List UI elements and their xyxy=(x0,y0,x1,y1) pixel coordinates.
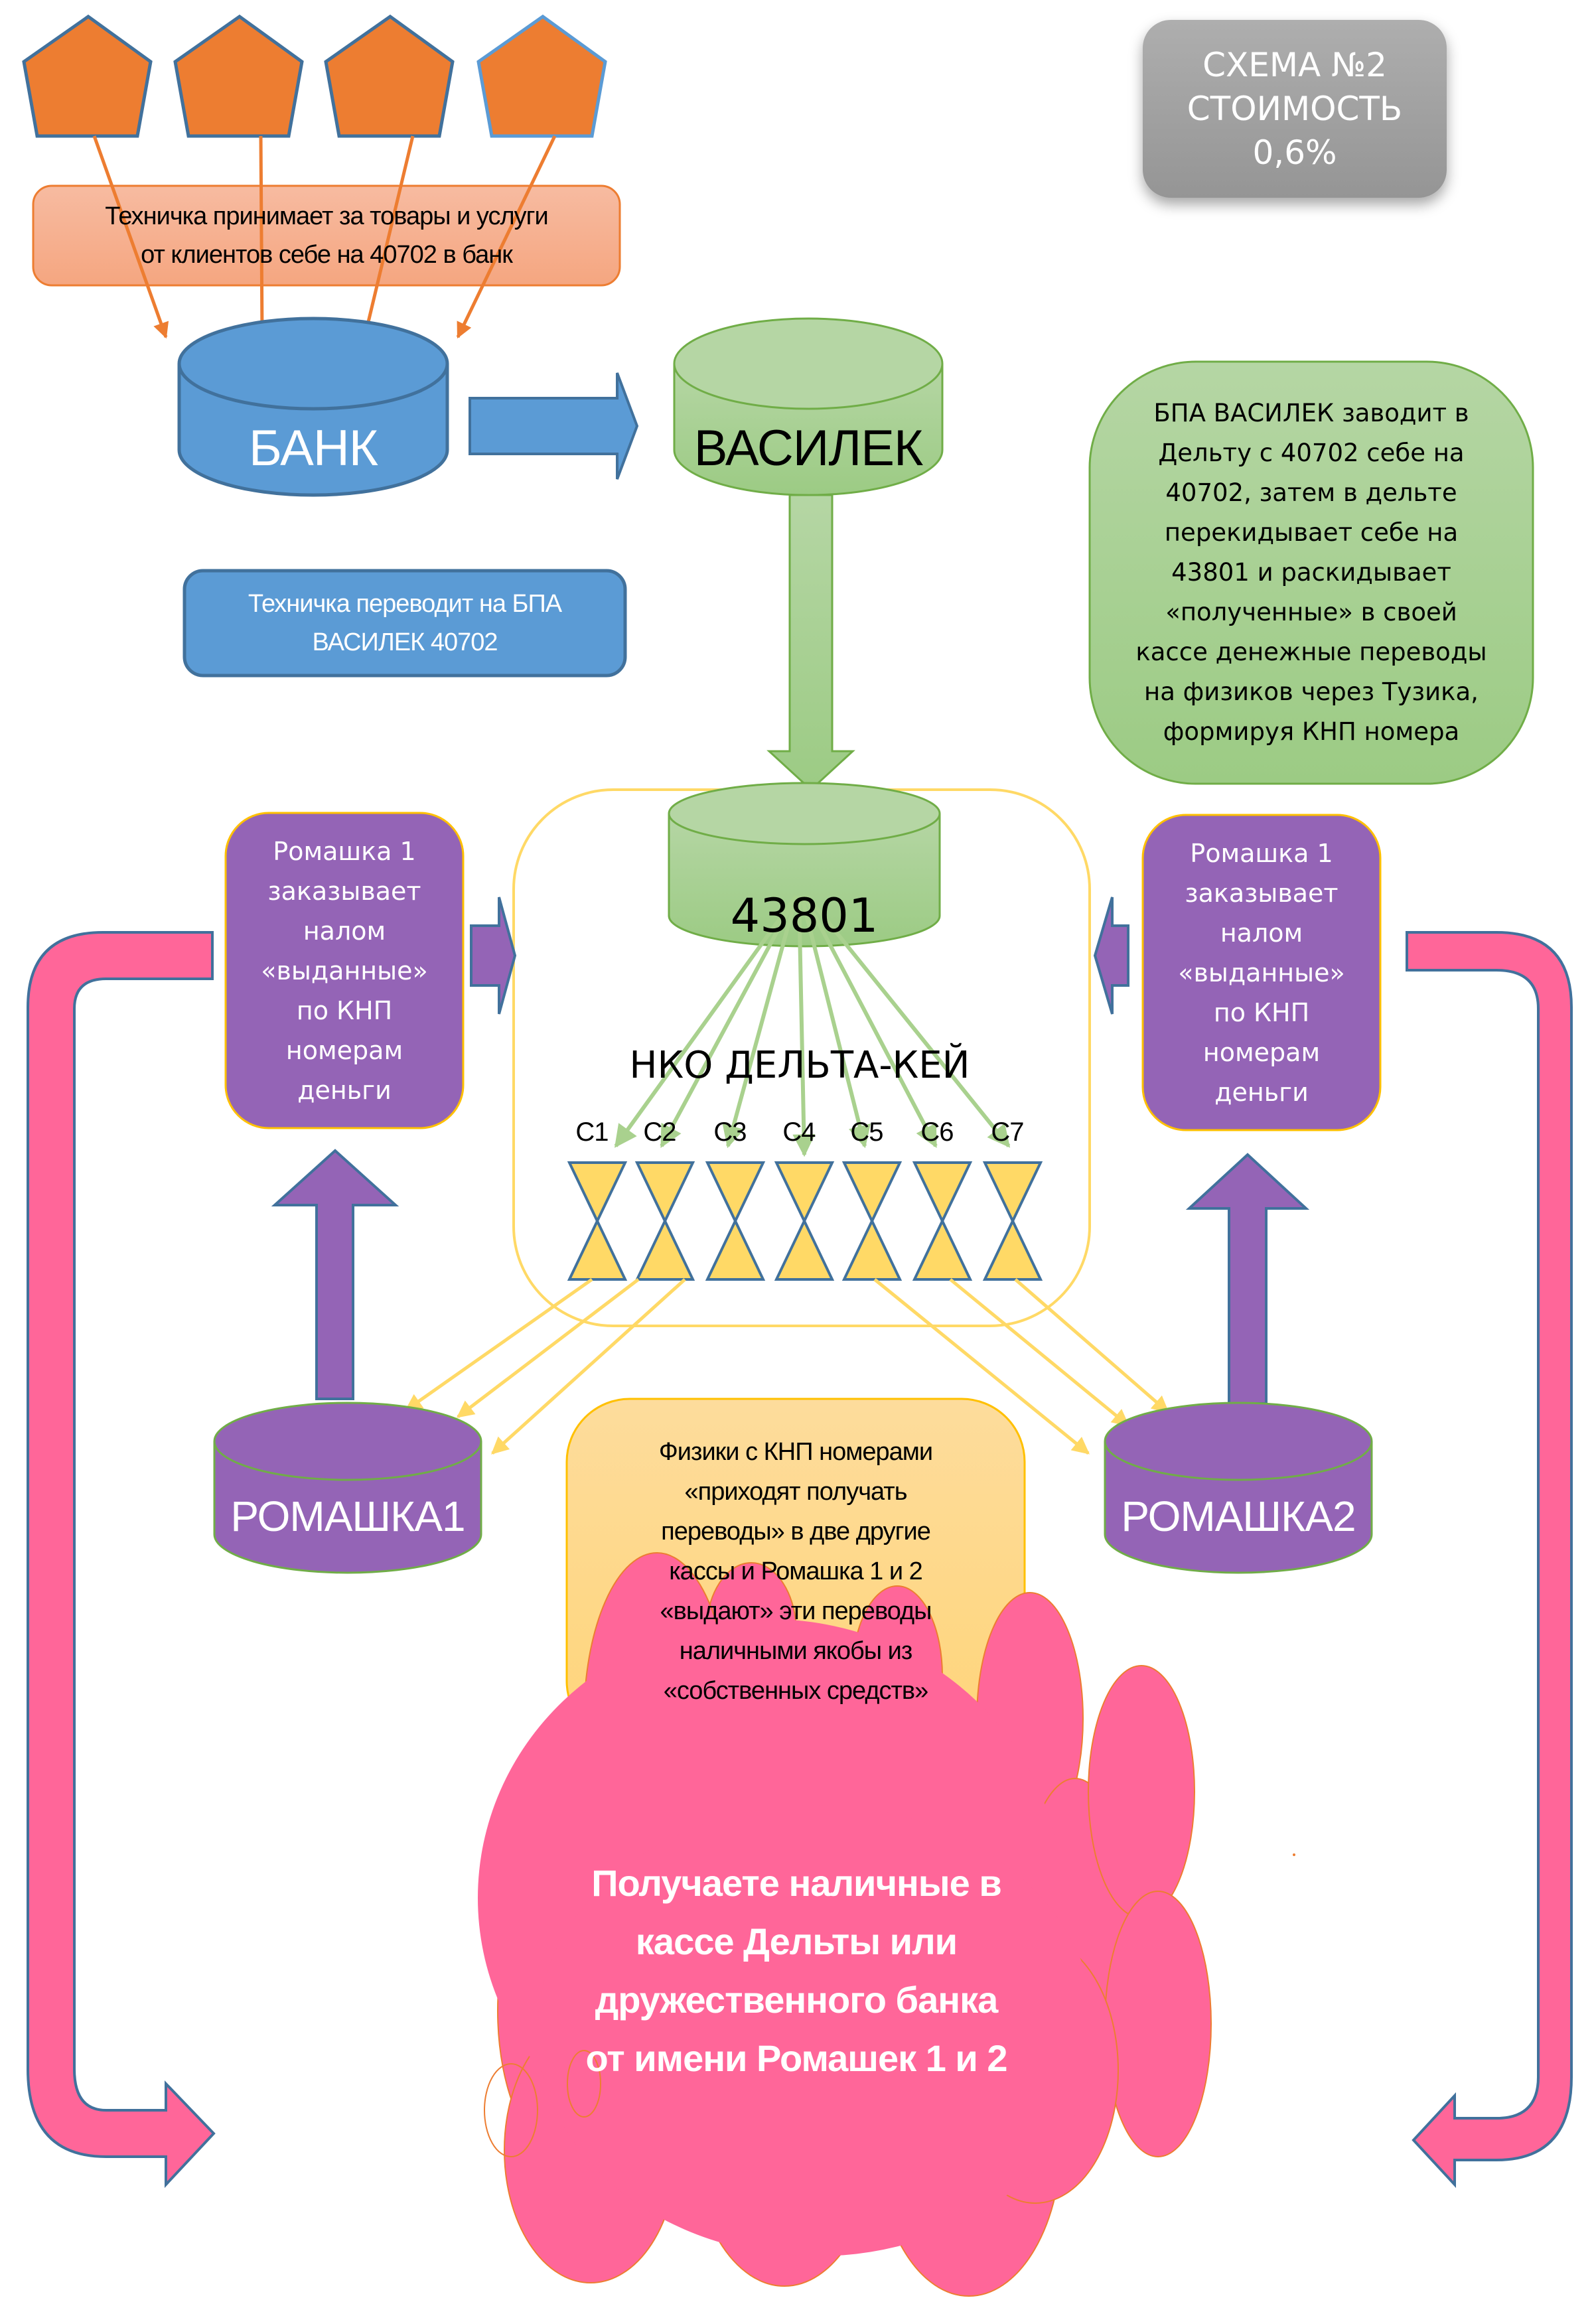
order-note-line: заказывает xyxy=(267,871,421,911)
romashka-order-text-right: Ромашка 1заказываетналом«выданные»по КНП… xyxy=(1143,815,1380,1130)
client-pentagon-2 xyxy=(175,17,302,136)
romashka1-up-arrow xyxy=(275,1151,396,1399)
romashka1-label: РОМАШКА1 xyxy=(214,1480,481,1553)
result-cloud-line: от имени Ромашек 1 и 2 xyxy=(585,2029,1007,2088)
romashka2-up-arrow xyxy=(1189,1155,1306,1404)
client-pentagon-3 xyxy=(326,17,453,136)
order-right-to-nko-arrow xyxy=(1095,897,1128,1014)
cash-desk-hourglass-icon xyxy=(637,1163,693,1279)
cash-desk-label: C4 xyxy=(771,1118,827,1147)
order-note-line: «выданные» xyxy=(261,951,428,991)
vasilek-note-line: 40702, затем в дельте xyxy=(1165,473,1457,513)
result-cloud-line: дружественного банка xyxy=(595,1971,998,2029)
order-note-line: по КНП xyxy=(1214,993,1309,1033)
vasilek-note-line: Дельту с 40702 себе на xyxy=(1158,433,1464,473)
cash-desk-hourglass-icon xyxy=(844,1163,900,1279)
cash-desk-hourglass-icon xyxy=(985,1163,1041,1279)
return-arrow-right-shape xyxy=(1407,932,1571,2185)
order-note-line: «выданные» xyxy=(1178,953,1345,993)
clients-note-text: Техничка принимает за товары и услуги от… xyxy=(33,186,620,285)
vasilek-label: ВАСИЛЕК xyxy=(674,405,942,491)
romashka2-label: РОМАШКА2 xyxy=(1105,1480,1372,1553)
vasilek-to-delta-arrow xyxy=(769,495,853,790)
vasilek-note-line: «полученные» в своей xyxy=(1165,593,1457,632)
order-left-to-nko-arrow xyxy=(471,897,515,1014)
cash-desk-hourglass-icon xyxy=(569,1163,625,1279)
individuals-note-line: наличными якобы из xyxy=(680,1631,912,1671)
cash-desk-hourglass-icon xyxy=(914,1163,970,1279)
cash-desk-label: C7 xyxy=(979,1118,1035,1147)
individuals-note-line: кассы и Ромашка 1 и 2 xyxy=(669,1551,922,1591)
vasilek-note-line: формируя КНП номера xyxy=(1163,712,1459,752)
scheme-cost-label: СТОИМОСТЬ xyxy=(1187,87,1402,131)
return-arrow-left-shape xyxy=(28,932,214,2185)
individuals-note-line: «выдают» эти переводы xyxy=(660,1591,932,1631)
cash-desk-label: C6 xyxy=(909,1118,965,1147)
cash-desk-label: C1 xyxy=(564,1118,620,1147)
transfer-note-text: Техничка переводит на БПА ВАСИЛЕК 40702 xyxy=(184,571,625,676)
client-pentagon-4 xyxy=(478,17,605,136)
cash-desk-hourglass-icon xyxy=(776,1163,832,1279)
order-note-line: по КНП xyxy=(297,991,392,1031)
individuals-note-line: Физики с КНП номерами xyxy=(659,1432,932,1472)
bank-to-vasilek-arrow xyxy=(470,373,637,479)
individuals-note-line: «собственных средств» xyxy=(664,1671,928,1711)
scheme-cost-value: 0,6% xyxy=(1252,131,1337,175)
result-cloud-line: Получаете наличные в xyxy=(591,1854,1001,1912)
vasilek-note-line: кассе денежные переводы xyxy=(1135,632,1487,672)
order-note-line: заказывает xyxy=(1185,873,1338,913)
bank-label: БАНК xyxy=(179,405,447,491)
romashka-order-text-left: Ромашка 1заказываетналом«выданные»по КНП… xyxy=(226,813,463,1128)
vasilek-note-line: БПА ВАСИЛЕК заводит в xyxy=(1153,394,1469,433)
vasilek-note-line: перекидывает себе на xyxy=(1165,513,1458,553)
client-pentagon-1 xyxy=(24,17,151,136)
order-note-line: налом xyxy=(1220,913,1303,953)
client-pentagons xyxy=(24,17,605,136)
order-note-line: номерам xyxy=(1203,1033,1320,1072)
order-note-line: деньги xyxy=(297,1070,392,1110)
individuals-note-line: переводы» в две другие xyxy=(661,1512,930,1551)
order-note-line: Ромашка 1 xyxy=(1190,833,1333,873)
order-note-line: деньги xyxy=(1214,1072,1309,1112)
scheme-title: СХЕМА №2 xyxy=(1202,43,1387,87)
cash-desk-label: C2 xyxy=(632,1118,688,1147)
order-note-line: Ромашка 1 xyxy=(273,831,415,871)
cash-desk-icons xyxy=(569,1163,1041,1279)
scheme-badge-text: СХЕМА №2 СТОИМОСТЬ 0,6% xyxy=(1143,20,1447,198)
vasilek-note-line: 43801 и раскидывает xyxy=(1171,553,1451,593)
cash-desk-label: C3 xyxy=(702,1118,758,1147)
cash-desk-label: C5 xyxy=(839,1118,895,1147)
vasilek-note-line: на физиков через Тузика, xyxy=(1144,672,1479,712)
result-cloud-text: Получаете наличные вкассе Дельты илидруж… xyxy=(504,1832,1088,2110)
result-cloud-line: кассе Дельты или xyxy=(636,1912,957,1971)
cash-desk-hourglass-icon xyxy=(707,1163,763,1279)
account-43801-label: 43801 xyxy=(669,876,940,956)
order-note-line: налом xyxy=(303,911,386,951)
individuals-note-line: «приходят получать xyxy=(684,1472,907,1512)
vasilek-note-text: БПА ВАСИЛЕК заводит вДельту с 40702 себе… xyxy=(1090,362,1533,784)
order-note-line: номерам xyxy=(286,1031,403,1070)
individuals-note-text: Физики с КНП номерами«приходят получатьп… xyxy=(567,1399,1025,1744)
nko-delta-title: НКО ДЕЛЬТА-КЕЙ xyxy=(584,1035,1015,1095)
